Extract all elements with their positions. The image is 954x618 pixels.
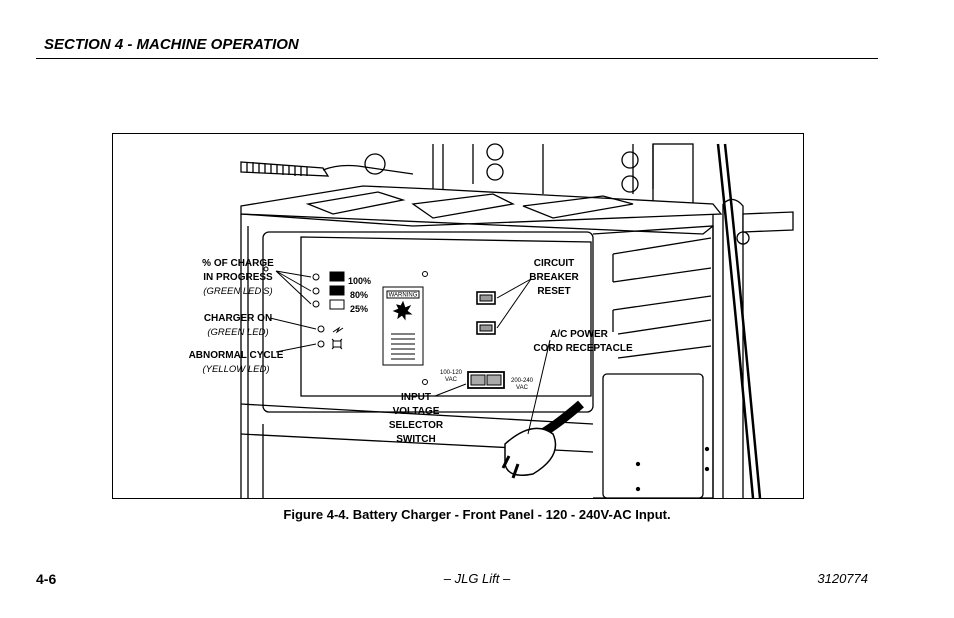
label-200-240: 200-240 bbox=[511, 378, 534, 384]
label-charger-on: CHARGER ON bbox=[204, 313, 272, 324]
label-100: 100% bbox=[348, 276, 371, 286]
label-in-progress: IN PROGRESS bbox=[203, 272, 273, 283]
label-selector: SELECTOR bbox=[389, 420, 444, 431]
header-rule bbox=[36, 58, 878, 59]
label-abnormal-cycle: ABNORMAL CYCLE bbox=[189, 350, 284, 361]
label-warning: WARNING bbox=[389, 293, 418, 299]
footer-title: – JLG Lift – bbox=[443, 571, 511, 586]
section-title: SECTION 4 - MACHINE OPERATION bbox=[44, 36, 299, 53]
battery-charger-drawing: % OF CHARGE IN PROGRESS (GREEN LED'S) 10… bbox=[189, 143, 794, 498]
label-green-leds: (GREEN LED'S) bbox=[203, 286, 272, 297]
label-vac-1: VAC bbox=[445, 377, 458, 383]
label-voltage: VOLTAGE bbox=[393, 406, 440, 417]
label-ac-power: A/C POWER bbox=[550, 329, 609, 340]
label-80: 80% bbox=[350, 290, 368, 300]
label-cord-receptacle: CORD RECEPTACLE bbox=[533, 343, 633, 354]
label-25: 25% bbox=[350, 304, 368, 314]
label-vac-2: VAC bbox=[516, 385, 529, 391]
label-percent-charge: % OF CHARGE bbox=[202, 258, 274, 269]
document-number: 3120774 bbox=[817, 571, 868, 586]
label-reset: RESET bbox=[537, 286, 570, 297]
label-yellow-led: (YELLOW LED) bbox=[202, 364, 269, 375]
label-switch: SWITCH bbox=[396, 434, 435, 445]
label-breaker: BREAKER bbox=[529, 272, 579, 283]
label-100-120: 100-120 bbox=[440, 370, 463, 376]
label-green-led: (GREEN LED) bbox=[207, 327, 268, 338]
page-number: 4-6 bbox=[36, 571, 57, 587]
label-circuit: CIRCUIT bbox=[534, 258, 575, 269]
figure-illustration: % OF CHARGE IN PROGRESS (GREEN LED'S) 10… bbox=[112, 133, 804, 499]
figure-caption: Figure 4-4. Battery Charger - Front Pane… bbox=[283, 507, 671, 522]
label-input: INPUT bbox=[401, 392, 431, 403]
